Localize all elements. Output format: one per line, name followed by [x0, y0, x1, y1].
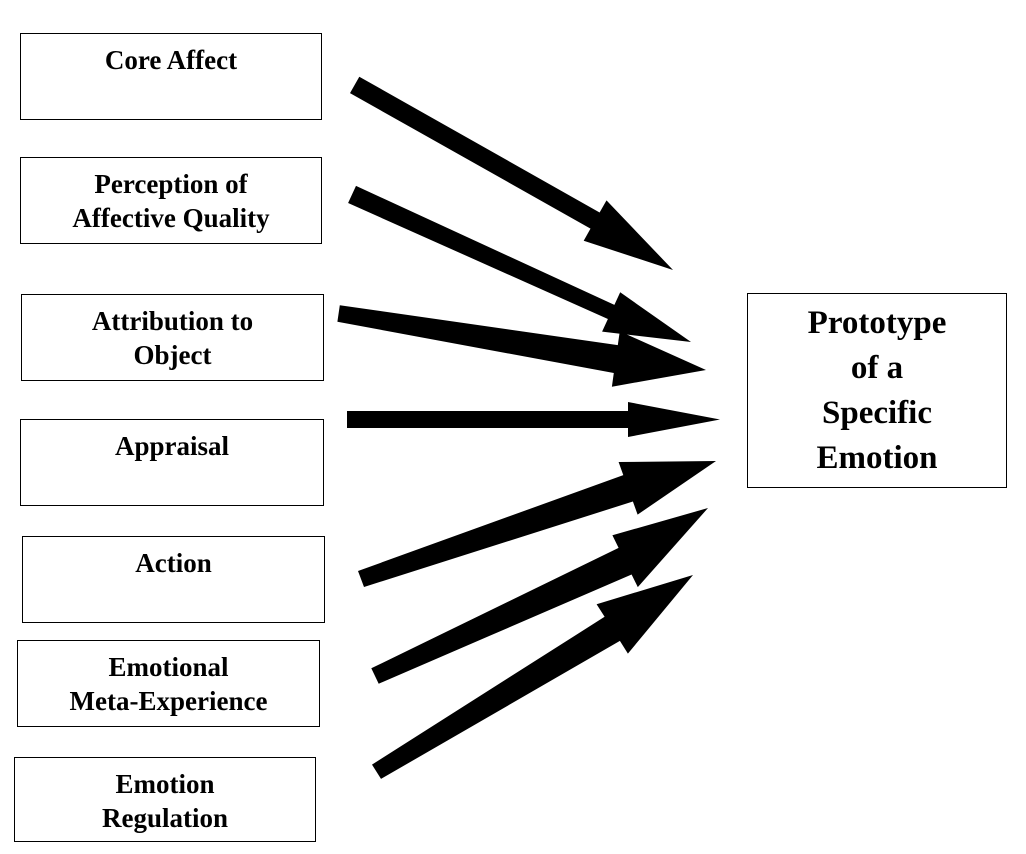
source-label-action: Action [135, 548, 212, 578]
arrow-perception-of-affective-quality [348, 185, 691, 342]
source-box-emotion-regulation: Emotion Regulation [14, 757, 316, 842]
source-label-emotion-regulation: Emotion Regulation [101, 769, 228, 833]
source-label-perception-of-affective-quality: Perception of Affective Quality [72, 169, 270, 233]
arrow-emotional-meta-experience [371, 508, 708, 684]
source-label-emotional-meta-experience: Emotional Meta-Experience [69, 652, 268, 716]
source-label-core-affect: Core Affect [104, 45, 238, 75]
source-box-attribution-to-object: Attribution to Object [21, 294, 324, 381]
arrow-attribution-to-object [337, 305, 706, 387]
arrow-core-affect [350, 76, 673, 270]
source-box-action: Action [22, 536, 325, 623]
source-label-attribution-to-object: Attribution to Object [91, 306, 254, 370]
source-label-appraisal: Appraisal [114, 431, 230, 461]
target-box-prototype-emotion: Prototype of a Specific Emotion [747, 293, 1007, 488]
arrow-appraisal [347, 402, 720, 437]
source-box-appraisal: Appraisal [20, 419, 324, 506]
source-box-emotional-meta-experience: Emotional Meta-Experience [17, 640, 320, 727]
target-label-prototype-emotion: Prototype of a Specific Emotion [807, 304, 947, 476]
source-box-core-affect: Core Affect [20, 33, 322, 120]
arrow-action [358, 461, 716, 587]
arrow-emotion-regulation [372, 575, 693, 779]
source-box-perception-of-affective-quality: Perception of Affective Quality [20, 157, 322, 244]
